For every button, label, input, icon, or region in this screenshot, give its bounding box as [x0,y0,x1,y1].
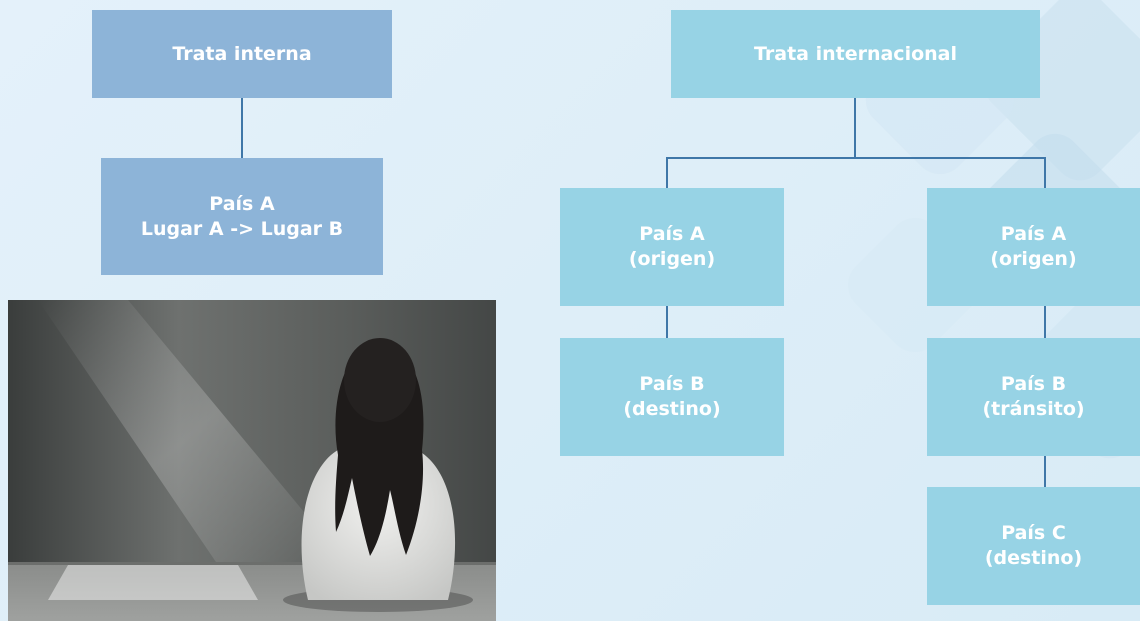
connector-line [666,157,668,188]
connector-line [666,306,668,338]
internal-trafficking-title: Trata interna [92,10,392,98]
internal-country-box: País A Lugar A -> Lugar B [101,158,383,275]
branch1-origin-box: País A (origen) [560,188,784,306]
connector-line [1044,157,1046,188]
branch2-transit-box: País B (tránsito) [927,338,1140,456]
connector-line [854,98,856,158]
branch2-origin-box: País A (origen) [927,188,1140,306]
branch1-destination-box: País B (destino) [560,338,784,456]
connector-line [1044,456,1046,487]
connector-line [666,157,1046,159]
child-photo [8,300,496,621]
connector-line [241,98,243,158]
connector-line [1044,306,1046,338]
international-trafficking-title: Trata internacional [671,10,1040,98]
branch2-destination-box: País C (destino) [927,487,1140,605]
